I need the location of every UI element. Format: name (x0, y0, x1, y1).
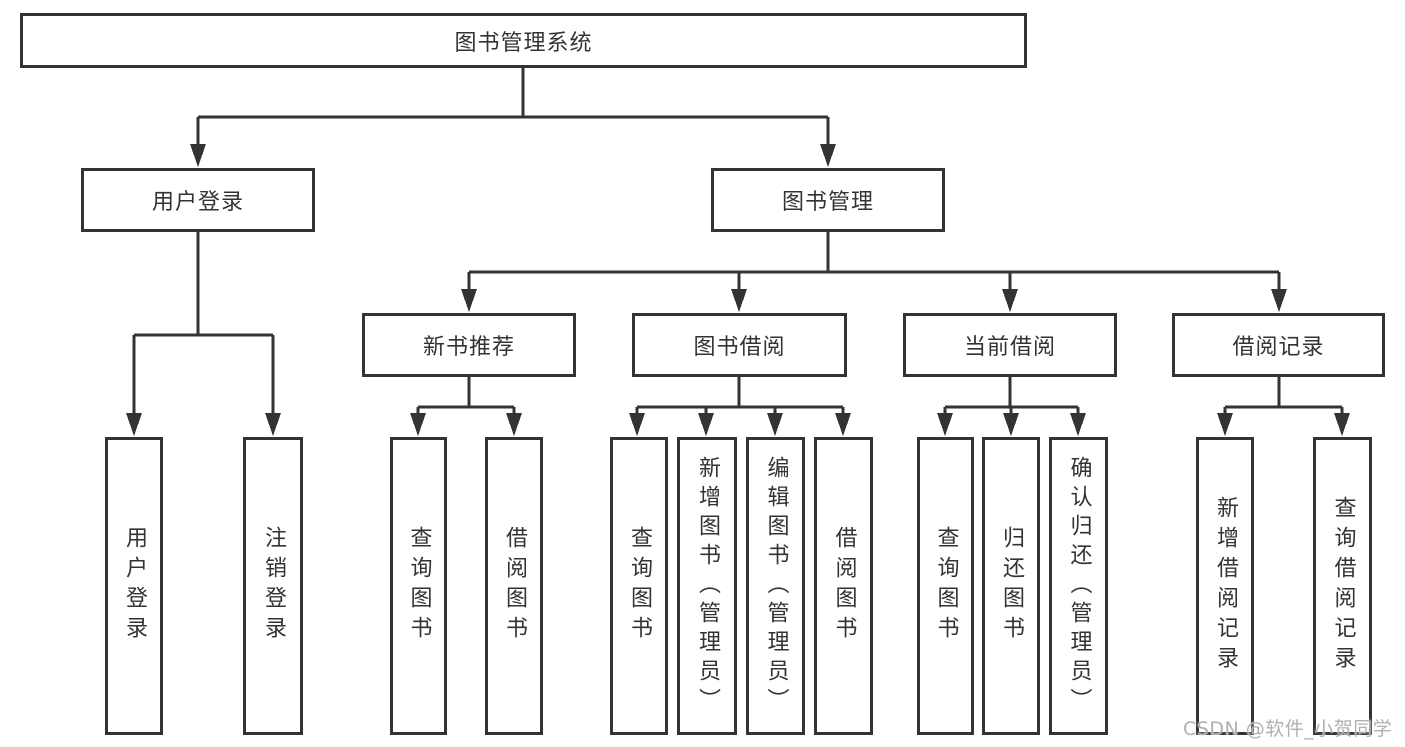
leaf-query-book-current: 查询图书 (917, 437, 974, 735)
node-borrow-record: 借阅记录 (1172, 313, 1385, 377)
node-book-borrow: 图书借阅 (632, 313, 847, 377)
node-user-login: 用户登录 (81, 168, 315, 232)
node-book-borrow-label: 图书借阅 (693, 335, 786, 360)
node-new-book-recommend-label: 新书推荐 (422, 335, 515, 360)
leaf-query-book-borrow-label: 查询图书 (627, 526, 652, 646)
leaf-borrow-book-label: 借阅图书 (831, 526, 857, 646)
leaf-return-book-label: 归还图书 (999, 526, 1024, 646)
leaf-confirm-return-admin: 确认归还（管理员） (1049, 437, 1108, 735)
leaf-add-borrow-record-label: 新增借阅记录 (1213, 496, 1238, 676)
leaf-add-book-admin-label: 新增图书（管理员） (695, 455, 720, 717)
leaf-user-login: 用户登录 (105, 437, 163, 735)
node-current-borrow: 当前借阅 (903, 313, 1117, 377)
leaf-edit-book-admin: 编辑图书（管理员） (746, 437, 805, 735)
leaf-borrow-book: 借阅图书 (814, 437, 873, 735)
node-root-label: 图书管理系统 (454, 30, 593, 56)
node-user-login-label: 用户登录 (151, 190, 244, 215)
leaf-return-book: 归还图书 (982, 437, 1040, 735)
leaf-add-borrow-record: 新增借阅记录 (1196, 437, 1254, 735)
leaf-logout-label: 注销登录 (261, 526, 286, 646)
leaf-query-book-current-label: 查询图书 (933, 526, 959, 646)
leaf-add-book-admin: 新增图书（管理员） (677, 437, 737, 735)
leaf-query-book-recommend: 查询图书 (390, 437, 447, 735)
leaf-query-book-borrow: 查询图书 (610, 437, 668, 735)
csdn-watermark: CSDN @软件_小贺同学 (1183, 718, 1393, 740)
leaf-user-login-label: 用户登录 (122, 526, 147, 646)
node-current-borrow-label: 当前借阅 (963, 335, 1056, 360)
node-root: 图书管理系统 (20, 13, 1027, 68)
node-new-book-recommend: 新书推荐 (362, 313, 576, 377)
leaf-query-book-recommend-label: 查询图书 (406, 526, 432, 646)
leaf-confirm-return-admin-label: 确认归还（管理员） (1066, 455, 1092, 717)
leaf-borrow-book-recommend: 借阅图书 (485, 437, 543, 735)
leaf-logout: 注销登录 (243, 437, 303, 735)
node-borrow-record-label: 借阅记录 (1232, 335, 1325, 360)
leaf-borrow-book-recommend-label: 借阅图书 (502, 526, 527, 646)
node-book-management: 图书管理 (711, 168, 945, 232)
leaf-query-borrow-record: 查询借阅记录 (1313, 437, 1372, 735)
leaf-edit-book-admin-label: 编辑图书（管理员） (763, 455, 789, 717)
leaf-query-borrow-record-label: 查询借阅记录 (1330, 496, 1356, 676)
node-book-management-label: 图书管理 (781, 190, 874, 215)
